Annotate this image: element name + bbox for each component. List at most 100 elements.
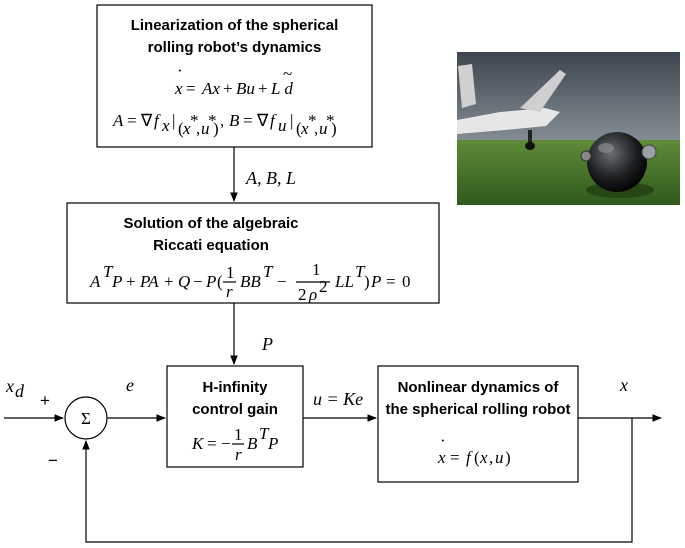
svg-text:f: f [154,111,161,130]
svg-text:+: + [223,79,233,98]
svg-text:−: − [221,434,231,453]
signal-label-x: x [619,375,628,395]
svg-text:P: P [370,272,381,291]
svg-text:PA: PA [139,272,159,291]
svg-text:x: x [182,119,191,138]
svg-text:,: , [220,111,224,130]
svg-text:=: = [450,448,460,467]
plus-sign: + [40,391,50,410]
svg-text:P: P [205,272,216,291]
hinf-title-1: H-infinity [203,379,269,396]
svg-text:r: r [235,445,242,464]
airplane-fuselage [457,108,560,134]
hinf-equation: K = − 1 r B T P [191,424,278,464]
svg-text:·: · [440,431,446,450]
svg-text:f: f [466,448,473,467]
svg-text:∇: ∇ [256,111,269,130]
svg-text:,: , [489,448,493,467]
svg-text:P: P [111,272,122,291]
svg-text:u: u [319,119,328,138]
riccati-equation: A T P + PA + Q − P ( 1 r BB T − 1 2 ρ 2 … [89,260,411,304]
svg-text:−: − [193,272,203,291]
svg-text:B: B [229,111,240,130]
svg-text:=: = [186,79,196,98]
svg-text:x: x [174,79,183,98]
svg-text:K: K [191,434,205,453]
svg-text:u: u [495,448,504,467]
svg-text:ρ: ρ [308,285,317,304]
nonlinear-dynamics-block: Nonlinear dynamics of the spherical roll… [377,365,579,483]
linearization-title-2: rolling robot’s dynamics [148,39,322,56]
sigma-symbol: Σ [81,409,91,428]
svg-text:(: ( [217,272,223,291]
svg-text:,: , [196,119,200,138]
svg-text:): ) [505,448,511,467]
svg-text:=: = [386,272,396,291]
nonlinear-equation: x · = f ( x , u ) [437,431,511,467]
svg-text:|: | [290,111,293,130]
robot-photo [457,52,680,205]
airplane-wing [520,70,566,112]
svg-text:Ax: Ax [201,79,220,98]
nonlinear-title-2: the spherical rolling robot [385,401,570,418]
svg-text:Bu: Bu [236,79,255,98]
svg-text:0: 0 [402,272,411,291]
svg-text:*: * [308,111,317,130]
svg-text:): ) [331,119,337,138]
svg-text:,: , [314,119,318,138]
svg-text:2: 2 [319,277,328,296]
svg-text:BB: BB [240,272,261,291]
svg-text:P: P [267,434,278,453]
svg-text:~: ~ [283,64,292,83]
svg-text:−: − [277,272,287,291]
svg-text:T: T [259,424,270,443]
linearization-equation-1: x · = Ax + Bu + L d ~ [174,61,293,98]
svg-text:+: + [126,272,136,291]
svg-text:): ) [364,272,370,291]
svg-text:+: + [258,79,268,98]
svg-text:(: ( [296,119,302,138]
svg-text:2: 2 [298,285,307,304]
svg-text:x: x [161,116,170,135]
svg-text:): ) [213,119,219,138]
svg-text:A: A [89,272,101,291]
signal-label-p: P [261,334,273,354]
svg-text:|: | [172,111,175,130]
svg-text:T: T [263,262,274,281]
riccati-block: Solution of the algebraic Riccati equati… [66,202,440,304]
svg-text:A: A [112,111,124,130]
svg-text:·: · [177,61,183,80]
svg-text:+: + [164,272,174,291]
svg-text:∇: ∇ [140,111,153,130]
svg-text:=: = [243,111,253,130]
signal-label-abl: A, B, L [245,168,296,188]
signal-label-xd: x d [5,376,25,401]
minus-sign: − [48,451,58,470]
svg-text:LL: LL [334,272,354,291]
svg-text:*: * [208,111,217,130]
signal-label-u: u = Ke [313,389,363,409]
linearization-block: Linearization of the spherical rolling r… [96,4,373,148]
svg-text:x: x [437,448,446,467]
svg-text:*: * [190,111,199,130]
feedback-path [82,418,633,543]
svg-text:(: ( [178,119,184,138]
linearization-title-1: Linearization of the spherical [131,17,339,34]
linearization-equation-2: A = ∇ f x | ( x * , u * ) , B = ∇ f u | … [112,111,337,138]
svg-text:1: 1 [312,260,321,279]
riccati-title-2: Riccati equation [153,237,269,254]
svg-text:u: u [278,116,287,135]
hinf-title-2: control gain [192,401,278,418]
svg-text:B: B [247,434,258,453]
svg-text:x: x [5,376,14,396]
signal-label-e: e [126,375,134,395]
svg-text:=: = [127,111,137,130]
svg-text:(: ( [474,448,480,467]
svg-text:Q: Q [178,272,190,291]
svg-text:T: T [355,262,366,281]
svg-text:x: x [479,448,488,467]
svg-text:r: r [226,282,233,301]
nonlinear-title-1: Nonlinear dynamics of [398,379,560,396]
spherical-robot [587,132,647,192]
